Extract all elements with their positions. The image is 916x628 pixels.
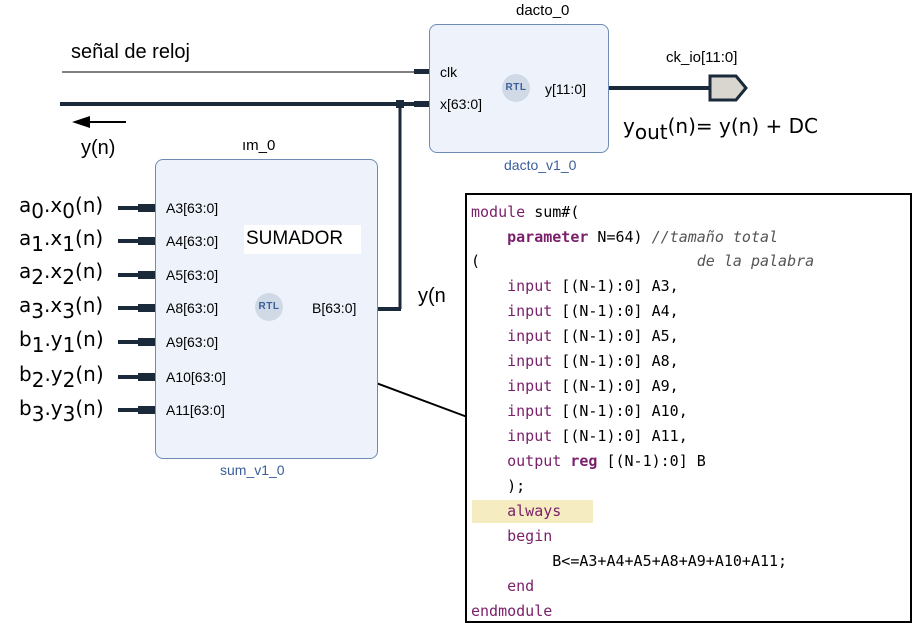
dacto-port-y: y[11:0]: [545, 81, 586, 97]
verilog-code-panel: module sum#( parameter N=64) //tamaño to…: [465, 193, 912, 623]
yout-equation: yout(n)= y(n) + DC: [623, 114, 818, 144]
sum-port-a8: A8[63:0]: [166, 300, 219, 316]
feedback-label: y(n): [81, 137, 116, 159]
sum-port-a11: A11[63:0]: [166, 402, 225, 418]
code-line-input-a10: input [(N-1):0] A10,: [507, 402, 688, 420]
code-line-input-a8: input [(N-1):0] A8,: [507, 352, 679, 370]
dacto-rtl-icon: RTL: [502, 74, 530, 102]
code-line-3: ( de la palabra: [471, 252, 815, 270]
pin-a5: [118, 273, 156, 277]
code-line-input-a11: input [(N-1):0] A11,: [507, 427, 688, 445]
code-line-input-a5: input [(N-1):0] A5,: [507, 327, 679, 345]
sum-port-a3: A3[63:0]: [166, 200, 219, 216]
pin-a9: [118, 340, 156, 344]
code-line-always: always: [507, 502, 562, 520]
sum-module-name: sum_v1_0: [220, 462, 285, 478]
code-line-output: output reg [(N-1):0] B: [507, 452, 706, 470]
sum-port-a10: A10[63:0]: [166, 369, 226, 385]
feedback-arrowhead: [72, 116, 90, 128]
sum-port-a4: A4[63:0]: [166, 233, 219, 249]
code-line-endmodule: endmodule: [471, 602, 553, 620]
sum-output-label: y(n: [418, 285, 446, 307]
clk-pin: [414, 69, 430, 74]
code-line-input-a9: input [(N-1):0] A9,: [507, 377, 679, 395]
sum-instance-name: ım_0: [242, 137, 276, 154]
dacto-port-clk: clk: [440, 64, 458, 80]
sum-port-a5: A5[63:0]: [166, 267, 219, 283]
sum-port-a9: A9[63:0]: [166, 334, 219, 350]
dacto-block[interactable]: clk x[63:0] y[11:0] RTL: [429, 24, 609, 153]
input-term-1: a0.x0(n): [19, 193, 104, 223]
sum-block[interactable]: A3[63:0] A4[63:0] A5[63:0] A8[63:0] A9[6…: [155, 159, 378, 459]
input-term-4: a3.x3(n): [19, 293, 104, 323]
input-term-3: a2.x2(n): [19, 259, 104, 289]
sum-title-box: SUMADOR: [244, 225, 361, 254]
dacto-port-x: x[63:0]: [440, 96, 483, 112]
sum-port-b: B[63:0]: [312, 300, 357, 316]
pin-a10: [118, 375, 156, 379]
sum-input-pins: [118, 204, 156, 414]
ck-io-port-icon: [708, 74, 748, 102]
input-term-7: b3.y3(n): [19, 396, 104, 426]
input-term-2: a1.x1(n): [19, 226, 104, 256]
code-line-input-a4: input [(N-1):0] A4,: [507, 302, 679, 320]
code-line-highlight: [472, 500, 593, 523]
x-pin: [414, 101, 430, 107]
code-line-begin: begin: [507, 527, 553, 545]
dacto-instance-name: dacto_0: [516, 2, 570, 19]
code-line-input-a3: input [(N-1):0] A3,: [507, 277, 679, 295]
pin-a4: [118, 239, 156, 243]
clock-signal-label: señal de reloj: [71, 41, 190, 63]
code-line-2: parameter N=64) //tamaño total: [507, 228, 779, 246]
ck-io-port-label: ck_io[11:0]: [666, 49, 738, 66]
code-line-1: module sum#(: [471, 203, 580, 221]
code-line-assign: B<=A3+A4+A5+A8+A9+A10+A11;: [552, 552, 788, 570]
input-term-6: b2.y2(n): [19, 362, 104, 392]
sum-title: SUMADOR: [246, 228, 344, 249]
input-term-5: b1.y1(n): [19, 327, 104, 357]
pin-a11: [118, 408, 156, 412]
pin-a3: [118, 206, 156, 210]
pin-a8: [118, 306, 156, 310]
sum-rtl-icon: RTL: [255, 293, 283, 321]
code-line-end: end: [507, 577, 535, 595]
dacto-module-name: dacto_v1_0: [504, 157, 577, 173]
code-line-close-paren: );: [507, 477, 526, 495]
